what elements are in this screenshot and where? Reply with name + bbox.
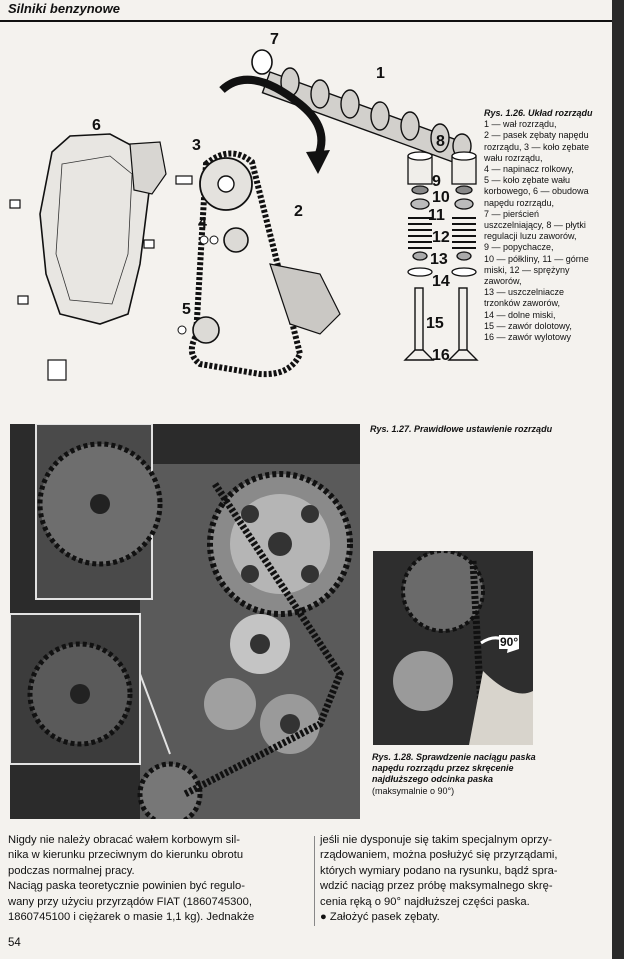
figure-126-caption-line: 4 — napinacz rolkowy,: [484, 164, 574, 175]
body-line: jeśli nie dysponuje się takim specjalnym…: [320, 834, 552, 846]
figure-126-caption-line: miski, 12 — sprężyny: [484, 264, 570, 275]
body-line: cenia ręką o 90° najdłuższej części pask…: [320, 895, 530, 908]
part-label-14: 14: [432, 273, 450, 290]
body-bullet: ● Założyć pasek zębaty.: [320, 911, 440, 924]
header-title: Silniki benzynowe: [8, 1, 120, 16]
figure-126-caption-line: uszczelniający, 8 — płytki: [484, 220, 586, 231]
part-label-5: 5: [182, 301, 191, 318]
part-label-3: 3: [192, 137, 201, 154]
body-line: Nigdy nie należy obracać wałem korbowym …: [8, 834, 240, 846]
page-header: Silniki benzynowe: [0, 0, 612, 22]
figure-126-caption-line: 15 — zawór dolotowy,: [484, 320, 572, 331]
body-line: nika w kierunku przeciwnym do kierunku o…: [8, 849, 244, 862]
figure-126-caption-line: 9 — popychacze,: [484, 242, 554, 253]
part-label-16: 16: [432, 347, 450, 364]
figure-128-caption-title: napędu rozrządu przez skręcenie: [372, 763, 514, 774]
part-label-11: 11: [428, 207, 445, 224]
figure-128-caption-note: (maksymalnie o 90°): [372, 785, 455, 796]
part-label-6: 6: [92, 117, 101, 134]
figure-126-caption-line: korbowego, 6 — obudowa: [484, 186, 589, 197]
timing-alignment-photo: [10, 424, 360, 819]
body-line: wdzić naciąg przez próbę maksymalnego sk…: [320, 880, 553, 893]
part-label-10: 10: [432, 189, 450, 206]
part-label-7: 7: [270, 31, 279, 48]
body-line: wany przy użyciu przyrządów FIAT (186074…: [8, 895, 252, 908]
figure-126-caption-line: rozrządu, 3 — koło zębate: [484, 141, 590, 152]
figure-126-caption-line: 14 — dolne miski,: [484, 309, 556, 320]
part-label-4: 4: [198, 215, 207, 232]
figure-126-caption-line: zaworów,: [484, 276, 522, 287]
figure-127-caption: Rys. 1.27. Prawidłowe ustawienie rozrząd…: [370, 424, 553, 434]
body-line: rządowaniem, można posłużyć się przyrząd…: [320, 849, 558, 862]
part-label-15: 15: [426, 315, 444, 332]
angle-label-90: 90°: [499, 635, 520, 649]
part-label-13: 13: [430, 251, 448, 268]
figure-126-caption-line: trzonków zaworów,: [484, 298, 561, 309]
body-line: podczas normalnej pracy.: [8, 864, 135, 877]
body-line: Naciąg paska teoretycznie powinien być r…: [8, 880, 245, 893]
page-number: 54: [8, 937, 21, 949]
figure-126-caption-line: 7 — pierścień: [484, 208, 540, 219]
body-text-left: Nigdy nie należy obracać wałem korbowym …: [8, 833, 308, 925]
page-edge-shadow: [612, 0, 624, 959]
part-label-2: 2: [294, 203, 303, 220]
column-divider: [314, 836, 315, 926]
timing-system-exploded-drawing: 1 2 3 4 5 6 7 8 9 10 11 12 13 14 15 16: [9, 31, 479, 381]
figure-126-caption-line: 5 — koło zębate wału: [484, 175, 571, 186]
figure-126-caption-line: napędu rozrządu,: [484, 197, 555, 208]
figure-126-caption-line: 2 — pasek zębaty napędu: [484, 130, 589, 141]
figure-126-caption-line: wału rozrządu,: [484, 152, 543, 163]
figure-126-caption-title: Rys. 1.26. Układ rozrządu: [484, 108, 593, 118]
belt-tension-check-photo: 90°: [373, 551, 533, 745]
body-line: których wymiary podano na rysunku, bądź …: [320, 864, 558, 877]
figure-126-caption-line: regulacji luzu zaworów,: [484, 231, 577, 242]
timing-alignment-photo-art: [10, 424, 360, 819]
figure-126-caption-line: 1 — wał rozrządu,: [484, 119, 557, 130]
part-label-9: 9: [432, 173, 441, 190]
body-text-right: jeśli nie dysponuje się takim specjalnym…: [320, 833, 612, 925]
figure-126-caption-line: 16 — zawór wylotowy: [484, 332, 572, 343]
figure-128-caption: Rys. 1.28. Sprawdzenie naciągu paska nap…: [372, 752, 612, 797]
figure-128-caption-title: najdłuższego odcinka paska: [372, 774, 494, 785]
part-label-12: 12: [432, 229, 450, 246]
figure-126-caption: Rys. 1.26. Układ rozrządu 1 — wał rozrzą…: [484, 108, 614, 343]
figure-128-caption-title: Rys. 1.28. Sprawdzenie naciągu paska: [372, 752, 536, 762]
figure-126-caption-line: 10 — półkliny, 11 — górne: [484, 253, 589, 264]
part-label-1: 1: [376, 65, 385, 82]
figure-126-caption-line: 13 — uszczelniacze: [484, 287, 565, 298]
body-line: 1860745100 i ciężarek o masie 1,1 kg). J…: [8, 911, 255, 924]
part-label-8: 8: [436, 133, 445, 150]
